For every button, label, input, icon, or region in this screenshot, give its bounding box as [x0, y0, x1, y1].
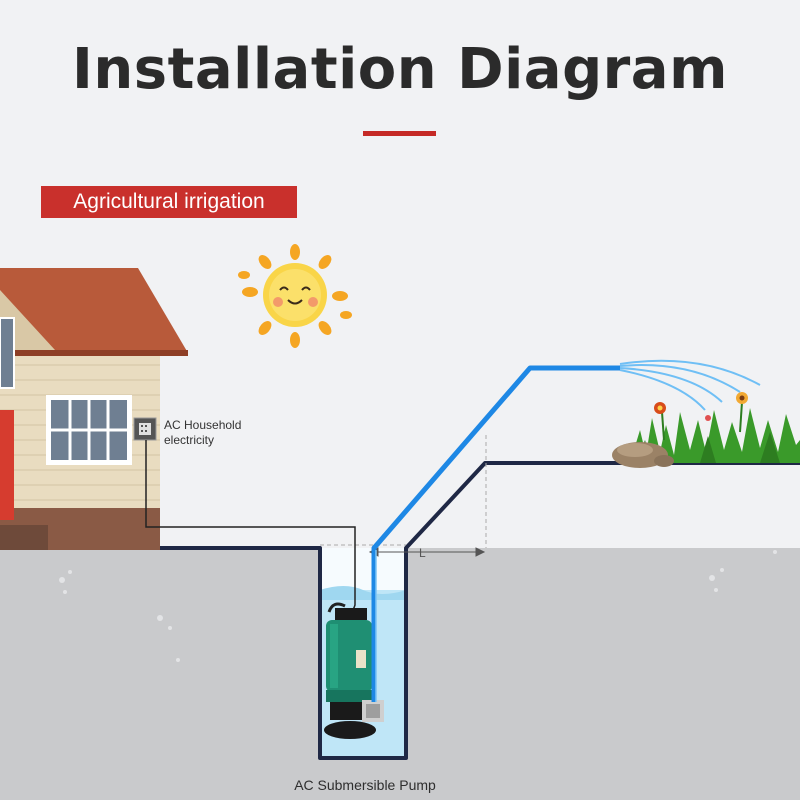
discharge-pipe: [371, 365, 620, 702]
water-spray: [619, 359, 761, 411]
title-underline: [363, 131, 436, 136]
flower-icon: [654, 392, 748, 441]
page-title: Installation Diagram: [72, 37, 728, 102]
application-badge: Agricultural irrigation: [41, 186, 297, 218]
raised-ground: [485, 463, 800, 548]
power-label-line-1: AC Household: [164, 418, 242, 432]
distance-label: L: [419, 546, 426, 560]
power-label: AC Household electricity: [164, 418, 274, 448]
rock-icon: [612, 442, 674, 468]
power-label-line-2: electricity: [164, 433, 215, 447]
house-icon: [0, 268, 188, 550]
pump-icon: [324, 602, 384, 739]
soil-bubbles: [59, 550, 777, 662]
sun-icon: [238, 244, 352, 348]
pump-label: AC Submersible Pump: [294, 777, 436, 793]
grass-patch: [630, 408, 800, 463]
power-socket-icon: [133, 417, 157, 441]
ground-outline: [0, 461, 612, 760]
